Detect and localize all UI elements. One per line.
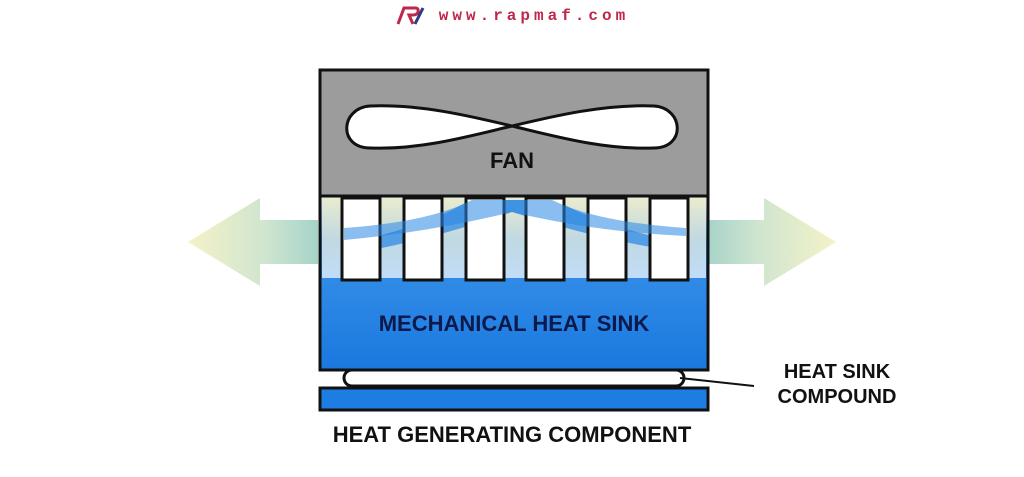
heat-sink-label: MECHANICAL HEAT SINK — [379, 311, 650, 336]
watermark: www.rapmaf.com — [0, 4, 1024, 28]
heat-generating-component — [318, 386, 710, 412]
fin-slot — [648, 196, 690, 282]
fan-blade-left — [345, 104, 513, 150]
heat-sink-compound — [342, 368, 686, 388]
left-airflow-arrow — [188, 198, 318, 286]
rapmaf-logo — [396, 6, 425, 25]
fan-label: FAN — [490, 148, 534, 173]
fin-slot — [402, 196, 444, 282]
compound-label-line1: HEAT SINK — [784, 361, 891, 383]
compound-label-line2: COMPOUND — [778, 386, 897, 408]
fin-airflow-overlay — [344, 200, 686, 240]
watermark-url: www.rapmaf.com — [438, 7, 630, 25]
right-airflow-arrow — [706, 198, 836, 286]
fin-slot — [586, 196, 628, 282]
component-label: HEAT GENERATING COMPONENT — [333, 422, 692, 447]
fan-blade-right — [511, 104, 679, 150]
compound-leader-line — [679, 377, 755, 387]
